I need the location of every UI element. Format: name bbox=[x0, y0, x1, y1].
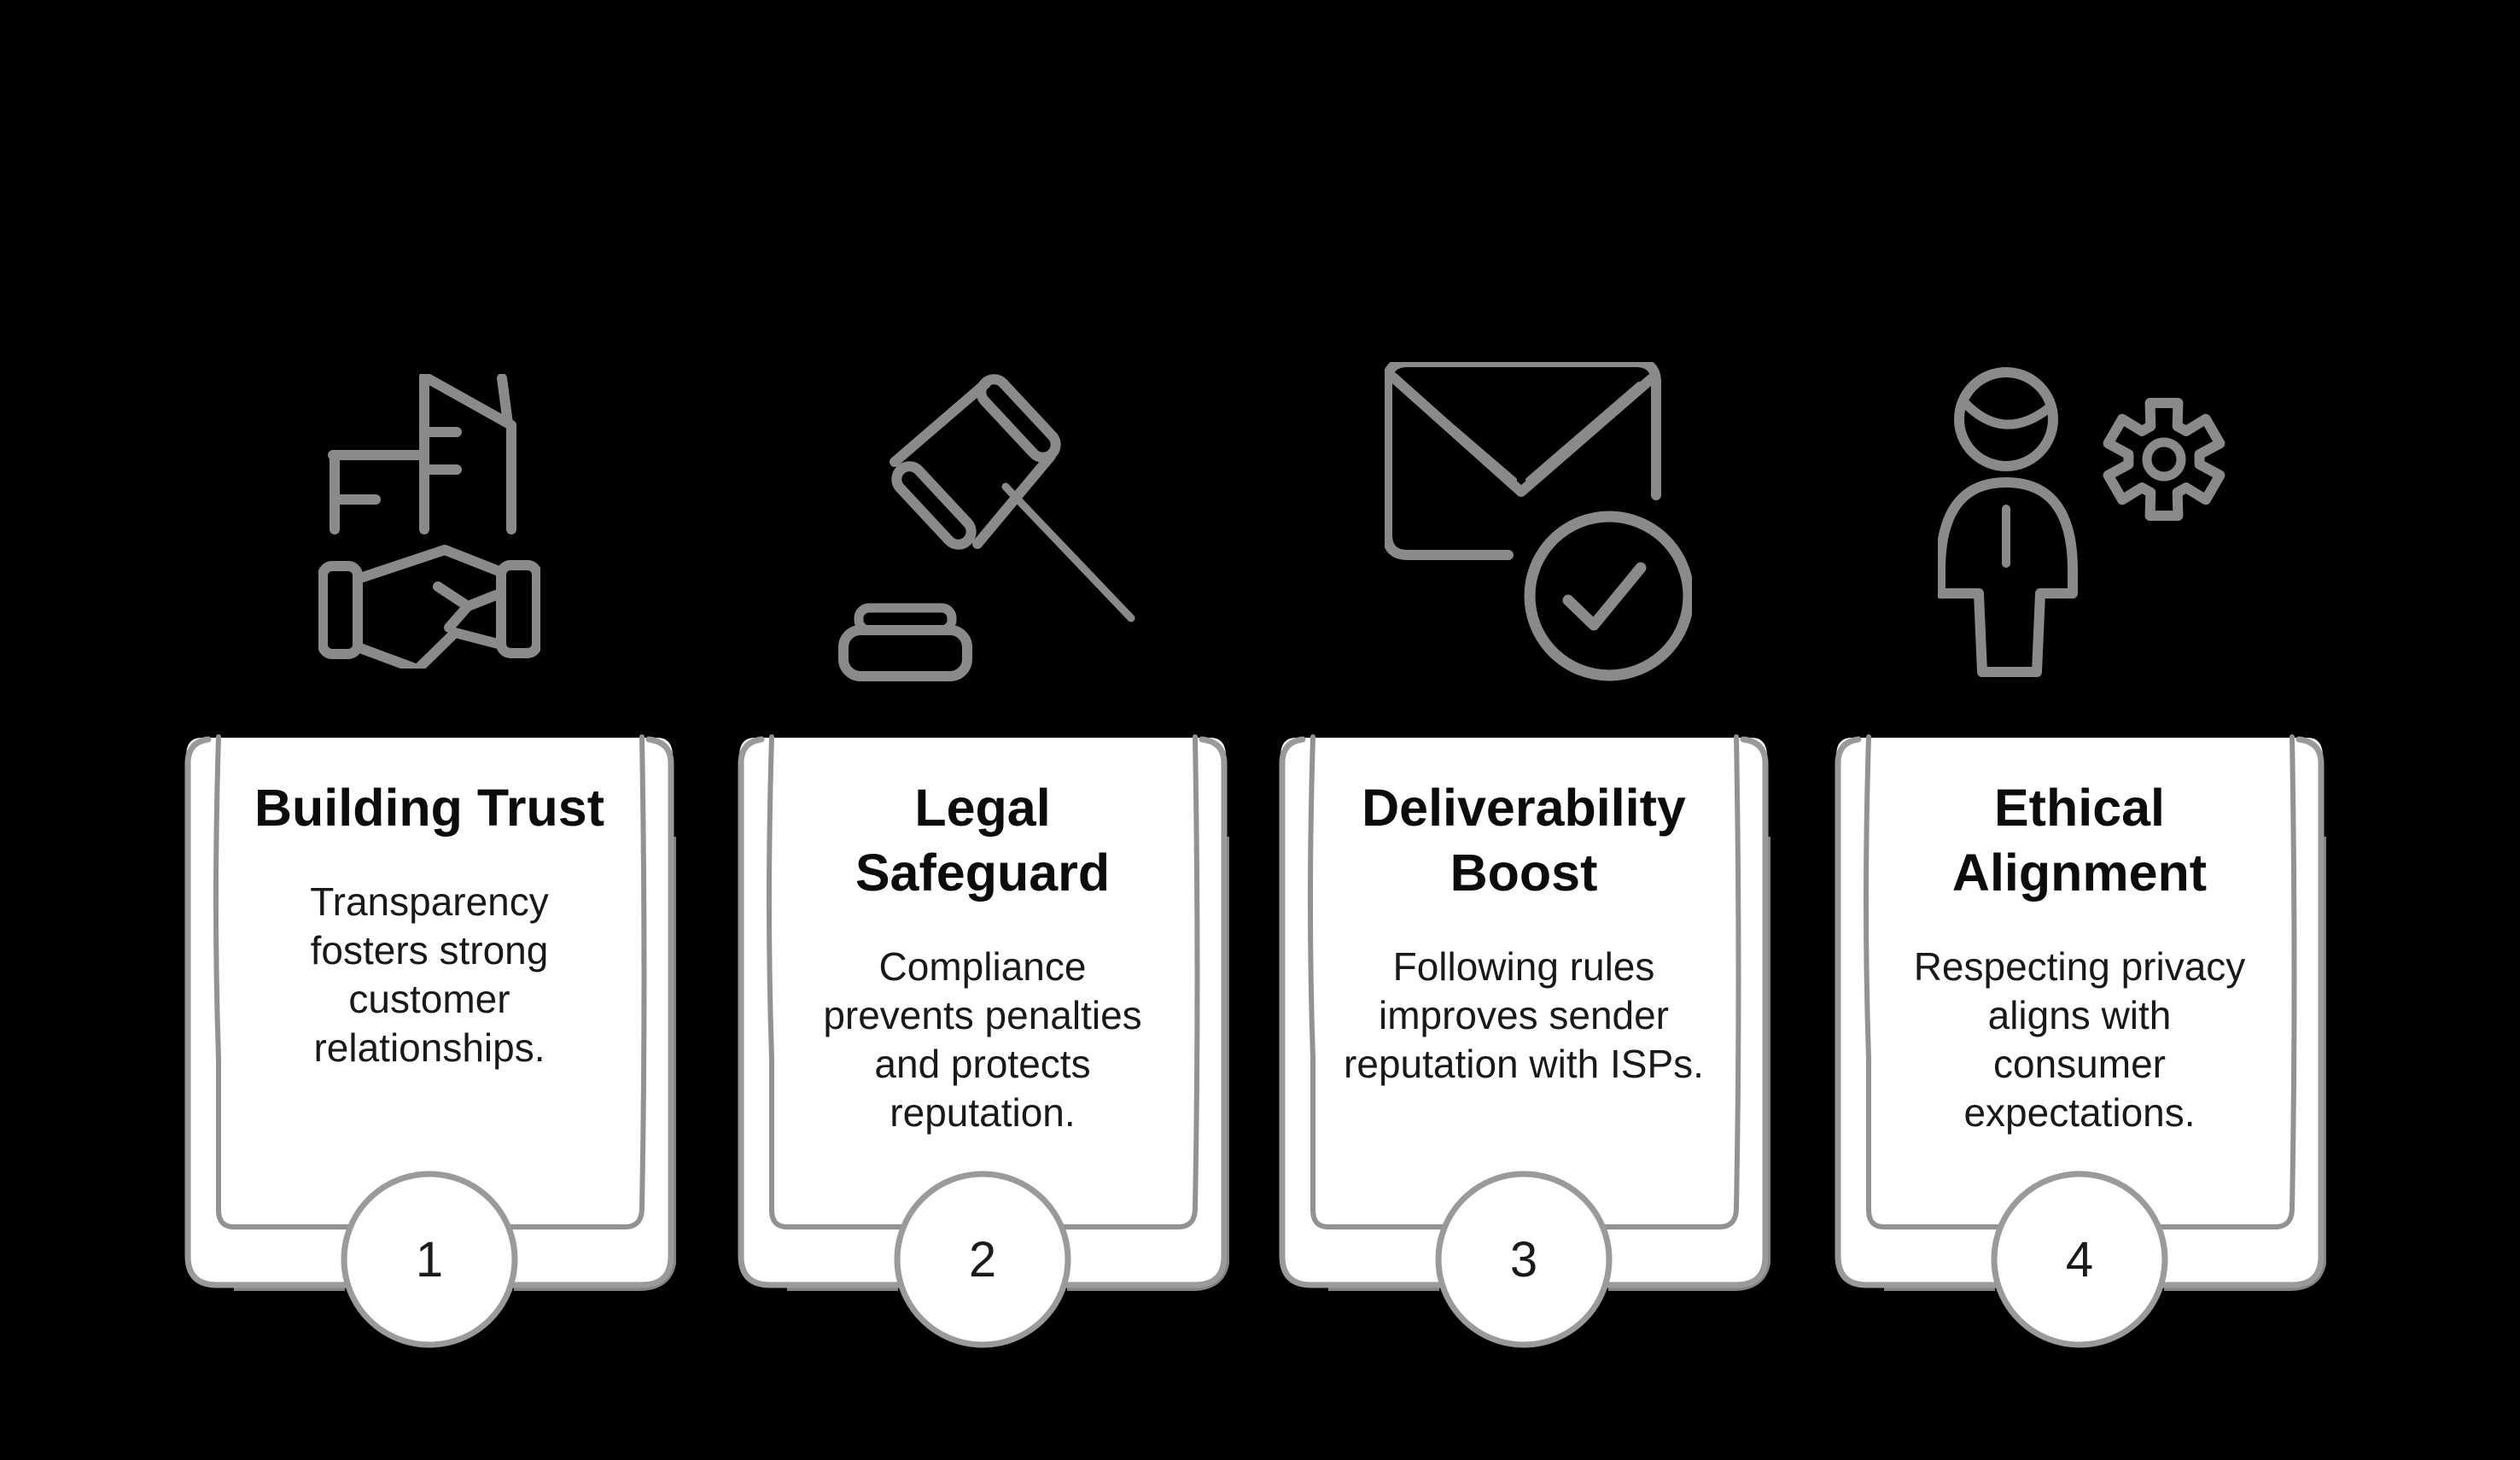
card-title-line: Boost bbox=[1450, 844, 1598, 902]
step-number-badge: 3 bbox=[1277, 1233, 1770, 1288]
card-description: Respecting privacy aligns with consumer … bbox=[1872, 943, 2287, 1137]
envelope-check-icon bbox=[1385, 362, 1692, 681]
card-frame bbox=[1835, 734, 2326, 1348]
buildings-handshake-icon bbox=[318, 374, 540, 669]
card-legal-safeguard: Legal Safeguard Compliance prevents pena… bbox=[736, 734, 1229, 1366]
card-description: Compliance prevents penalties and protec… bbox=[775, 943, 1190, 1137]
step-3: Deliverability Boost Following rules imp… bbox=[1277, 0, 1770, 1460]
card-title-line: Ethical bbox=[1993, 779, 2165, 837]
card-content: Ethical Alignment Respecting privacy ali… bbox=[1872, 775, 2287, 1137]
card-ethical-alignment: Ethical Alignment Respecting privacy ali… bbox=[1833, 734, 2326, 1366]
step-number-badge: 4 bbox=[1833, 1233, 2326, 1288]
card-description-line: reputation with ISPs. bbox=[1344, 1042, 1704, 1086]
card-building-trust: Building Trust Transparency fosters stro… bbox=[183, 734, 676, 1366]
card-description-line: reputation. bbox=[890, 1090, 1076, 1135]
card-title-line: Safeguard bbox=[855, 844, 1111, 902]
card-description-line: Following rules bbox=[1392, 944, 1655, 989]
card-description-line: expectations. bbox=[1963, 1090, 2196, 1135]
step-number: 4 bbox=[2065, 1232, 2094, 1288]
card-description-line: Compliance bbox=[878, 944, 1087, 989]
card-title: Building Trust bbox=[222, 775, 637, 840]
card-content: Building Trust Transparency fosters stro… bbox=[222, 775, 637, 1072]
card-frame bbox=[1279, 734, 1770, 1348]
card-description-line: customer bbox=[348, 977, 510, 1021]
card-description-line: consumer bbox=[1993, 1042, 2166, 1086]
card-deliverability-boost: Deliverability Boost Following rules imp… bbox=[1277, 734, 1770, 1366]
card-frame bbox=[184, 734, 676, 1348]
card-title: Ethical Alignment bbox=[1872, 775, 2287, 905]
step-number-badge: 2 bbox=[736, 1233, 1229, 1288]
card-description-line: aligns with bbox=[1987, 993, 2172, 1037]
step-number: 3 bbox=[1509, 1232, 1538, 1288]
card-description-line: prevents penalties bbox=[823, 993, 1142, 1037]
card-title: Legal Safeguard bbox=[775, 775, 1190, 905]
step-1: Building Trust Transparency fosters stro… bbox=[183, 0, 676, 1460]
card-title-line: Deliverability bbox=[1362, 779, 1686, 837]
card-description-line: relationships. bbox=[313, 1025, 545, 1070]
step-number: 2 bbox=[968, 1232, 997, 1288]
card-description-line: improves sender bbox=[1378, 993, 1670, 1037]
card-description-line: Transparency bbox=[310, 879, 549, 924]
gavel-icon bbox=[838, 374, 1135, 681]
step-4: Ethical Alignment Respecting privacy ali… bbox=[1833, 0, 2326, 1460]
step-number: 1 bbox=[415, 1232, 444, 1288]
card-content: Legal Safeguard Compliance prevents pena… bbox=[775, 775, 1190, 1137]
card-title-line: Building Trust bbox=[254, 779, 605, 837]
card-content: Deliverability Boost Following rules imp… bbox=[1316, 775, 1731, 1089]
card-title: Deliverability Boost bbox=[1316, 775, 1731, 905]
card-description-line: and protects bbox=[874, 1042, 1091, 1086]
card-title-line: Alignment bbox=[1951, 844, 2208, 902]
card-title-line: Legal bbox=[914, 779, 1051, 837]
person-gear-icon bbox=[1938, 367, 2225, 677]
card-frame bbox=[738, 734, 1229, 1348]
step-number-badge: 1 bbox=[183, 1233, 676, 1288]
card-description-line: fosters strong bbox=[310, 928, 549, 972]
card-description: Transparency fosters strong customer rel… bbox=[222, 878, 637, 1072]
card-description: Following rules improves sender reputati… bbox=[1316, 943, 1731, 1089]
step-2: Legal Safeguard Compliance prevents pena… bbox=[736, 0, 1229, 1460]
card-description-line: Respecting privacy bbox=[1913, 944, 2246, 989]
